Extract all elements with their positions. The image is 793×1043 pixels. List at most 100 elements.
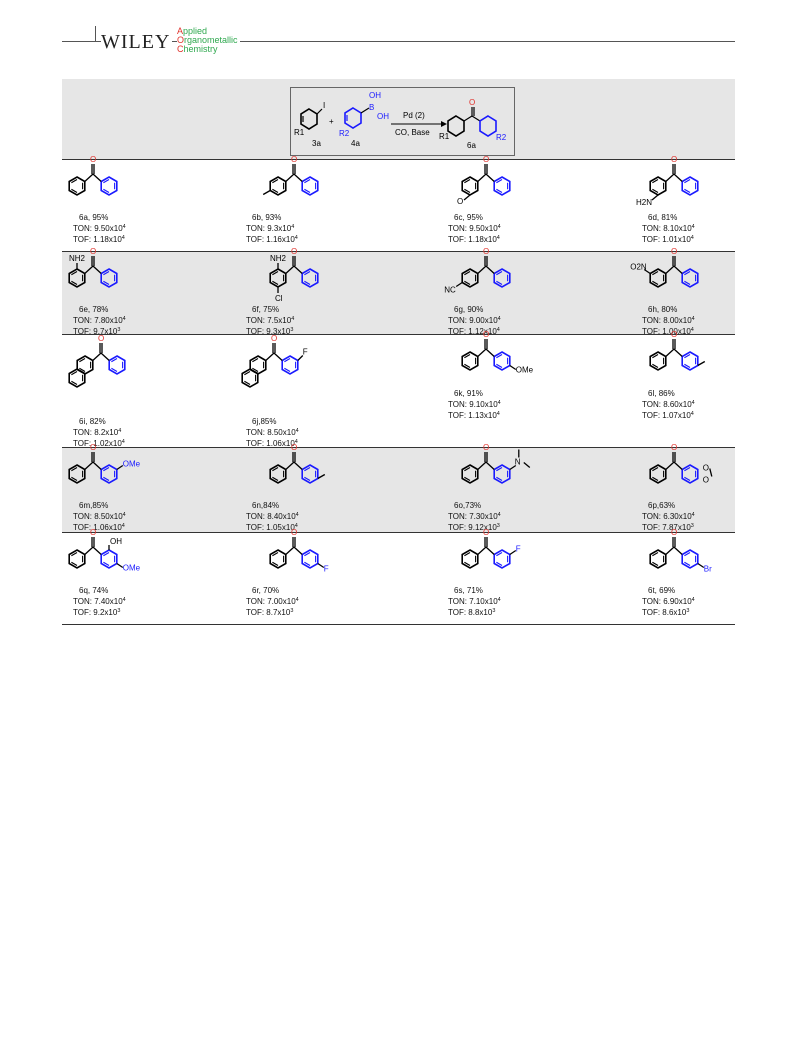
- carbonyl-oxygen: O: [671, 528, 677, 537]
- entry-yield: 6p,63%: [648, 501, 676, 510]
- aryl-ring-a: [461, 351, 479, 371]
- reaction-scheme-drawing: I R1 3a + B OH OH R2 4a Pd (2) CO, Base …: [294, 91, 507, 150]
- product-label: 6a: [467, 141, 476, 150]
- entry-yield: 6a, 95%: [79, 213, 109, 222]
- oh-label-1: OH: [369, 91, 381, 100]
- carbonyl-oxygen: O: [291, 247, 297, 256]
- entry-yield: 6t, 69%: [648, 586, 676, 595]
- aryl-ring-b: [301, 176, 319, 196]
- entry-ton: TON: 7.80x104: [73, 316, 126, 325]
- substituent-label: OH: [110, 537, 122, 546]
- entry-yield: 6m,85%: [79, 501, 109, 510]
- table-rule: [62, 251, 735, 252]
- entry-tof: TOF: 1.06x104: [73, 523, 125, 532]
- entry-ton: TON: 7.10x104: [448, 597, 501, 606]
- entry-yield: 6d, 81%: [648, 213, 678, 222]
- carbonyl-oxygen: O: [98, 334, 104, 343]
- aryl-ring-a: [68, 176, 86, 196]
- entry-ton: TON: 6.30x104: [642, 512, 695, 521]
- structure-6m: O OMe: [68, 443, 141, 484]
- aryl-ring-a: [461, 464, 479, 484]
- entry-ton: TON: 8.2x104: [73, 428, 122, 437]
- entry-tof: TOF: 8.6x103: [642, 608, 690, 617]
- entry-yield: 6g, 90%: [454, 305, 484, 314]
- carbonyl-oxygen: O: [90, 155, 96, 164]
- r2-label: R2: [339, 129, 350, 138]
- substituent-label: O: [703, 476, 709, 485]
- product-ring-a: [447, 115, 465, 137]
- product-r1-label: R1: [439, 132, 450, 141]
- entry-tof: TOF: 1.18x104: [73, 235, 125, 244]
- entry-yield: 6h, 80%: [648, 305, 678, 314]
- carbonyl-oxygen: O: [90, 247, 96, 256]
- halide-label: 3a: [312, 139, 321, 148]
- table-rule: [62, 447, 735, 448]
- entry-yield: 6n,84%: [252, 501, 280, 510]
- table-row-band: [62, 448, 735, 532]
- entry-ton: TON: 9.3x104: [246, 224, 295, 233]
- entry-ton: TON: 9.50x104: [73, 224, 126, 233]
- r1-label: R1: [294, 128, 305, 137]
- structure-6i: O: [68, 334, 126, 388]
- entry-ton: TON: 7.30x104: [448, 512, 501, 521]
- conditions-bottom: CO, Base: [395, 128, 430, 137]
- carbonyl-oxygen: O: [271, 334, 277, 343]
- carbonyl-oxygen: O: [291, 155, 297, 164]
- substituent-label: OMe: [123, 460, 141, 469]
- entry-tof: TOF: 7.87x103: [642, 523, 694, 532]
- entry-tof: TOF: 9.2x103: [73, 608, 121, 617]
- aryl-ring-a: [68, 464, 86, 484]
- table-rule: [62, 334, 735, 335]
- entry-ton: TON: 9.50x104: [448, 224, 501, 233]
- substituent-label: F: [303, 348, 308, 357]
- structure-6b: O: [262, 155, 319, 196]
- substituent-label: H2N: [636, 198, 652, 207]
- header-rule: [62, 41, 735, 42]
- entry-yield: 6c, 95%: [454, 213, 483, 222]
- carbonyl-oxygen: O: [671, 247, 677, 256]
- structure-6o: ON: [461, 443, 531, 484]
- structure-6g: ONC: [444, 247, 511, 295]
- journal-line-1: Applied: [177, 26, 208, 36]
- entry-ton: TON: 7.5x104: [246, 316, 295, 325]
- aryl-ring-b: [281, 355, 299, 375]
- entry-tof: TOF: 1.12x104: [448, 327, 500, 336]
- structure-6r: OF: [269, 528, 329, 574]
- aryl-ring-a: [269, 464, 287, 484]
- entry-tof: TOF: 1.13x104: [448, 411, 500, 420]
- aryl-ring-b: [493, 464, 511, 484]
- carbonyl-oxygen: O: [90, 443, 96, 452]
- entry-ton: TON: 8.10x104: [642, 224, 695, 233]
- substituent-label: Cl: [275, 294, 283, 303]
- fused-ring: [68, 368, 86, 388]
- structure-6c: OO: [457, 155, 511, 206]
- aryl-ring-b: [493, 351, 511, 371]
- entry-ton: TON: 8.00x104: [642, 316, 695, 325]
- journal-logo: Applied Organometallic Chemistry: [177, 27, 240, 54]
- entry-ton: TON: 8.50x104: [73, 512, 126, 521]
- boron-label: B: [369, 103, 374, 112]
- carbonyl-oxygen: O: [291, 528, 297, 537]
- carbonyl-oxygen: O: [483, 247, 489, 256]
- product-ring-b: [479, 115, 497, 137]
- carbonyl-oxygen: O: [469, 98, 475, 107]
- carbonyl-oxygen: O: [671, 443, 677, 452]
- entry-tof: TOF: 9.3x103: [246, 327, 294, 336]
- entry-yield: 6s, 71%: [454, 586, 483, 595]
- entry-tof: TOF: 9.7x103: [73, 327, 121, 336]
- entry-ton: TON: 8.40x104: [246, 512, 299, 521]
- fused-ring: [241, 368, 259, 388]
- aryl-ring-a: [461, 268, 479, 288]
- entry-yield: 6e, 78%: [79, 305, 109, 314]
- table-rule: [62, 624, 735, 625]
